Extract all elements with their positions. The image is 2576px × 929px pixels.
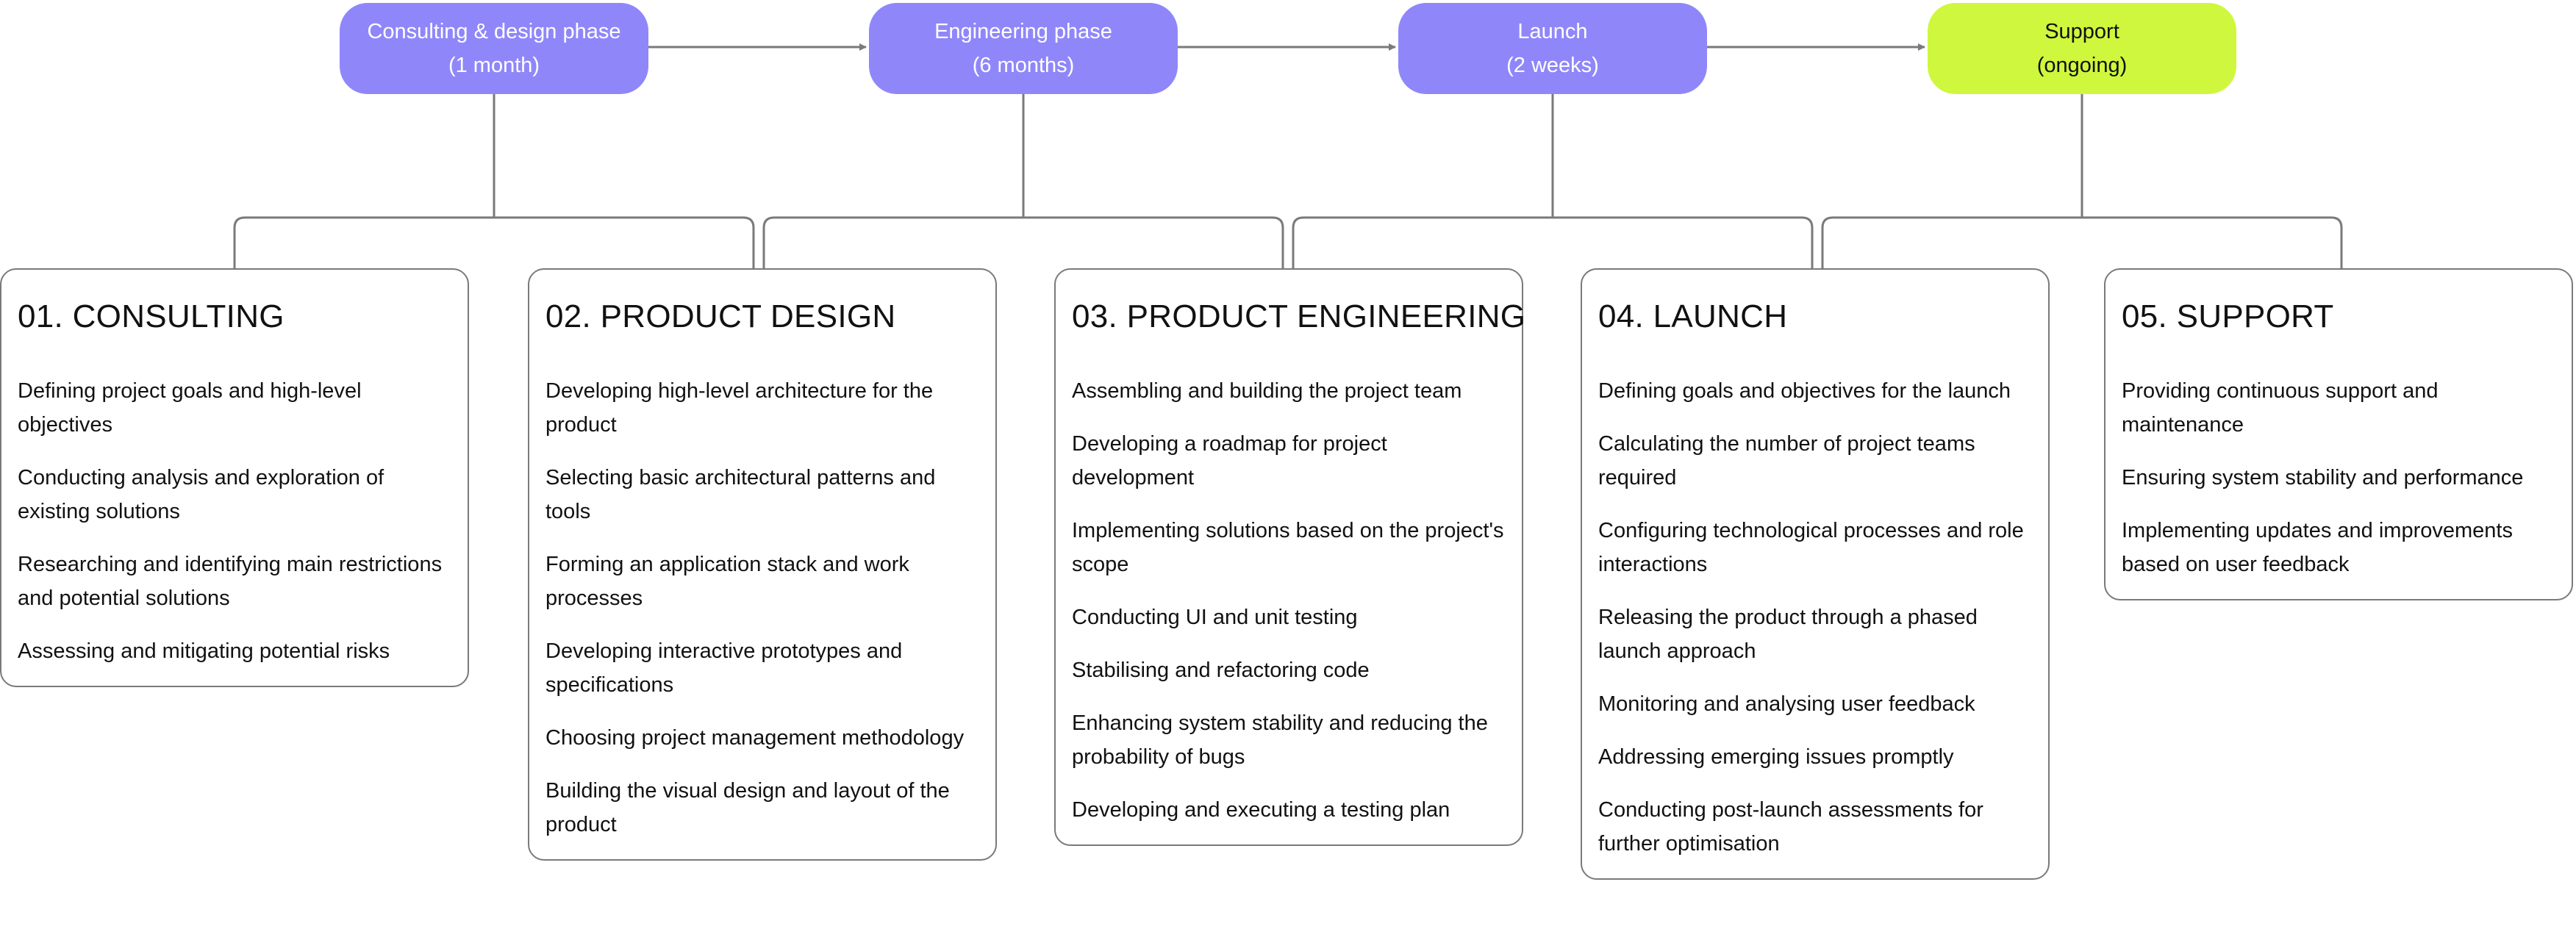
stage-task-item: Forming an application stack and work pr… xyxy=(545,553,909,610)
stage-task-item: Defining project goals and high-level ob… xyxy=(18,379,362,437)
stage-card-consulting: 01. CONSULTING Defining project goals an… xyxy=(0,268,469,687)
stage-task-item: Configuring technological processes and … xyxy=(1598,519,2024,576)
stage-task-item: Stabilising and refactoring code xyxy=(1072,659,1370,682)
stage-task-list: Defining project goals and high-level ob… xyxy=(18,374,453,668)
stage-task-item: Developing interactive prototypes and sp… xyxy=(545,639,903,697)
stage-task-item: Releasing the product through a phased l… xyxy=(1598,606,1978,663)
phase-launch: Launch (2 weeks) xyxy=(1398,3,1707,94)
phase-consulting-design: Consulting & design phase (1 month) xyxy=(340,3,648,94)
phase-duration: (1 month) xyxy=(448,54,540,77)
bracket-phase-2 xyxy=(762,216,1284,268)
stage-task-item: Researching and identifying main restric… xyxy=(18,553,443,610)
stage-title: 03. PRODUCT ENGINEERING xyxy=(1072,298,1526,334)
stage-task-list: Assembling and building the project team… xyxy=(1072,374,1507,827)
phase-name: Consulting & design phase xyxy=(367,20,621,43)
bracket-phase-4 xyxy=(1821,216,2343,268)
phase-name: Launch xyxy=(1517,20,1588,43)
stage-title: 04. LAUNCH xyxy=(1598,298,1788,334)
phase-engineering: Engineering phase (6 months) xyxy=(869,3,1178,94)
stage-title: 05. SUPPORT xyxy=(2122,298,2334,334)
stage-task-item: Developing high-level architecture for t… xyxy=(545,379,934,437)
stage-title: 02. PRODUCT DESIGN xyxy=(545,298,896,334)
stage-task-item: Providing continuous support and mainten… xyxy=(2122,379,2439,437)
stage-task-item: Ensuring system stability and performanc… xyxy=(2122,466,2524,489)
bracket-phase-3 xyxy=(1292,216,1814,268)
stage-task-list: Providing continuous support and mainten… xyxy=(2122,374,2557,581)
stage-card-product-engineering: 03. PRODUCT ENGINEERING Assembling and b… xyxy=(1054,268,1526,846)
phase-support: Support (ongoing) xyxy=(1928,3,2236,94)
stage-task-item: Implementing solutions based on the proj… xyxy=(1072,519,1504,576)
stage-title: 01. CONSULTING xyxy=(18,298,285,334)
stage-card-product-design: 02. PRODUCT DESIGN Developing high-level… xyxy=(528,268,997,861)
phase-duration: (6 months) xyxy=(972,54,1075,77)
stage-task-item: Choosing project management methodology xyxy=(545,726,965,750)
stage-task-item: Monitoring and analysing user feedback xyxy=(1598,692,1975,716)
phase-duration: (ongoing) xyxy=(2036,54,2128,77)
stage-task-item: Calculating the number of project teams … xyxy=(1598,432,1975,489)
stage-task-item: Conducting analysis and exploration of e… xyxy=(18,466,384,523)
stage-task-item: Selecting basic architectural patterns a… xyxy=(545,466,936,523)
phase-duration: (2 weeks) xyxy=(1506,54,1599,77)
phase-name: Support xyxy=(2044,20,2119,43)
stage-task-item: Implementing updates and improvements ba… xyxy=(2122,519,2513,576)
bracket-phase-1 xyxy=(233,216,755,268)
stage-task-list: Developing high-level architecture for t… xyxy=(545,374,981,842)
stage-task-item: Building the visual design and layout of… xyxy=(545,779,950,836)
phase-name: Engineering phase xyxy=(934,20,1112,43)
stage-task-item: Assessing and mitigating potential risks xyxy=(18,639,390,663)
stage-task-item: Conducting UI and unit testing xyxy=(1072,606,1358,629)
stage-task-item: Defining goals and objectives for the la… xyxy=(1598,379,2011,403)
stage-task-item: Conducting post-launch assessments for f… xyxy=(1598,798,1983,856)
stage-task-item: Assembling and building the project team xyxy=(1072,379,1462,403)
stage-card-launch: 04. LAUNCH Defining goals and objectives… xyxy=(1581,268,2050,880)
stage-task-item: Developing a roadmap for project develop… xyxy=(1072,432,1387,489)
stage-task-list: Defining goals and objectives for the la… xyxy=(1598,374,2033,861)
stage-task-item: Enhancing system stability and reducing … xyxy=(1072,711,1488,769)
stage-task-item: Developing and executing a testing plan xyxy=(1072,798,1450,822)
stage-card-support: 05. SUPPORT Providing continuous support… xyxy=(2104,268,2573,600)
stage-task-item: Addressing emerging issues promptly xyxy=(1598,745,1954,769)
